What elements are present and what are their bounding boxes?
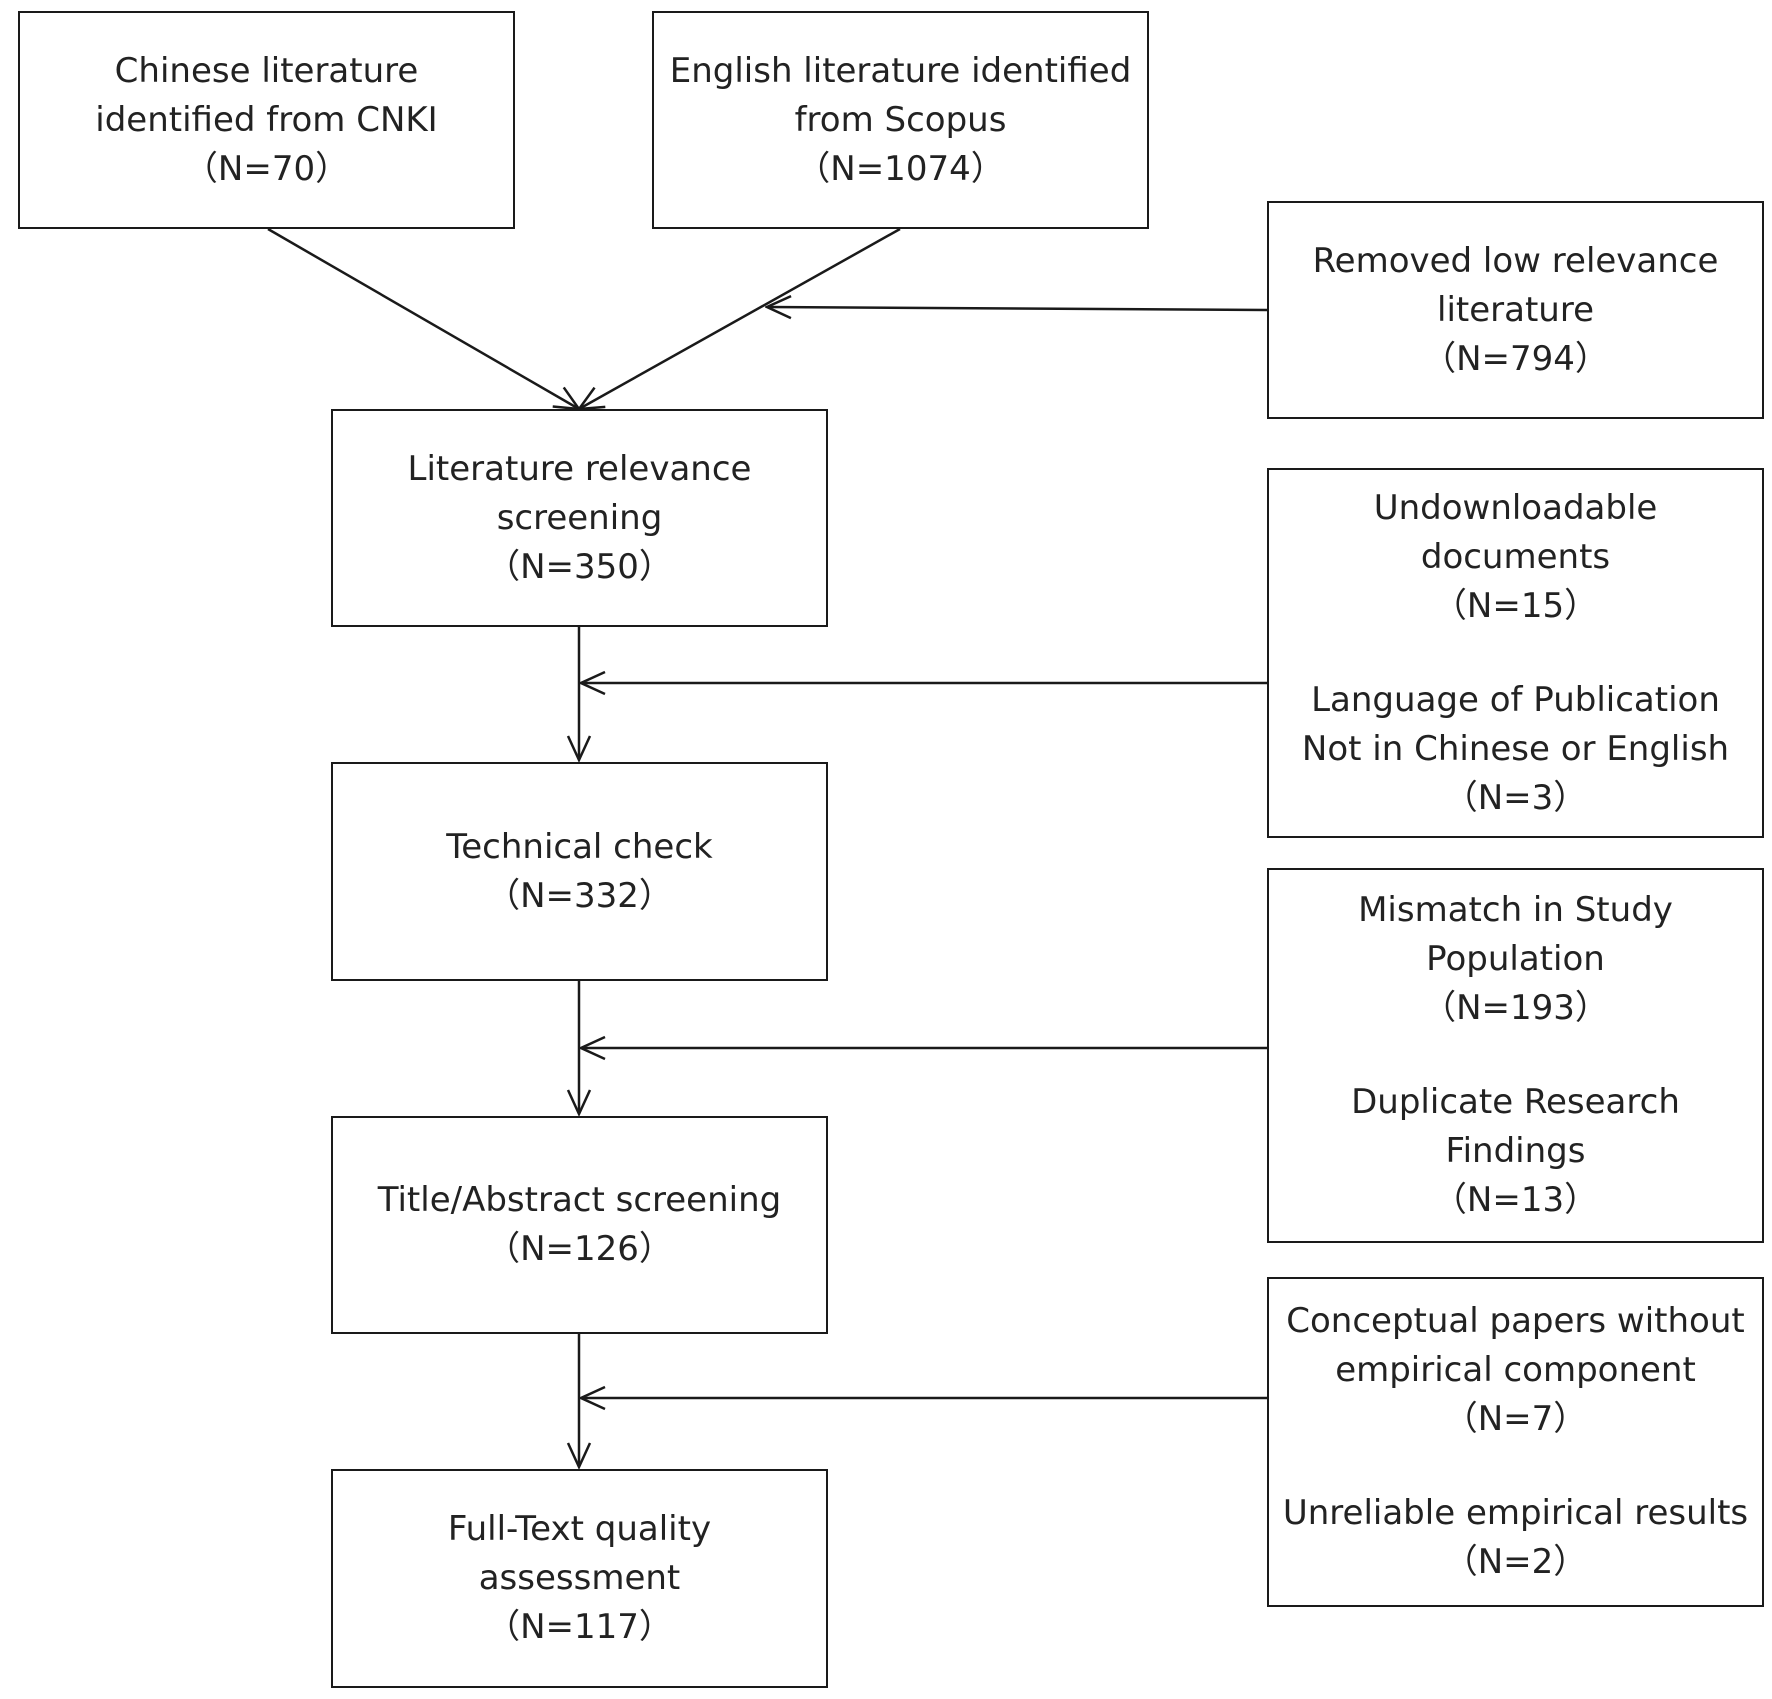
cnki-count: （N=70） — [183, 148, 350, 189]
fulltext-count: （N=117） — [486, 1607, 673, 1647]
box-exclusion-download-language: Undownloadable documents （N=15） Language… — [1267, 468, 1764, 838]
conceptual-label: Conceptual papers without empirical comp… — [1286, 1301, 1745, 1390]
low-relevance-count: （N=794） — [1422, 338, 1609, 379]
low-relevance-label: Removed low relevance literature — [1312, 240, 1719, 330]
box-relevance-screening: Literature relevance screening （N=350） — [331, 409, 828, 627]
unreliable-count: （N=2） — [1443, 1542, 1588, 1582]
box-exclusion-population-duplicate: Mismatch in Study Population （N=193） Dup… — [1267, 868, 1764, 1243]
scopus-count: （N=1074） — [796, 148, 1005, 189]
scopus-label: English literature identified from Scopu… — [669, 50, 1132, 140]
arrow-cnki-to-relevance — [267, 227, 579, 409]
technical-label: Technical check — [446, 826, 713, 867]
duplicate-count: （N=13） — [1432, 1180, 1599, 1220]
mismatch-label: Mismatch in Study Population — [1358, 890, 1673, 979]
conceptual-count: （N=7） — [1443, 1399, 1588, 1439]
arrow-low-relevance — [767, 307, 1268, 310]
cnki-label: Chinese literature identified from CNKI — [95, 50, 438, 140]
relevance-count: （N=350） — [486, 546, 673, 587]
relevance-label: Literature relevance screening — [407, 448, 752, 538]
language-label: Language of Publication Not in Chinese o… — [1301, 679, 1730, 769]
language-count: （N=3） — [1443, 777, 1588, 818]
arrow-scopus-to-relevance — [579, 227, 901, 409]
box-cnki-source: Chinese literature identified from CNKI … — [18, 11, 515, 229]
box-exclusion-low-relevance: Removed low relevance literature （N=794） — [1267, 201, 1764, 419]
box-scopus-source: English literature identified from Scopu… — [652, 11, 1149, 229]
unreliable-label: Unreliable empirical results — [1282, 1493, 1749, 1533]
fulltext-label: Full-Text quality assessment — [447, 1509, 712, 1598]
undownloadable-label: Undownloadable documents — [1373, 487, 1658, 577]
mismatch-count: （N=193） — [1422, 988, 1609, 1028]
box-fulltext-assessment: Full-Text quality assessment （N=117） — [331, 1469, 828, 1688]
title-abstract-count: （N=126） — [486, 1229, 673, 1269]
undownloadable-count: （N=15） — [1432, 585, 1599, 626]
technical-count: （N=332） — [486, 875, 673, 916]
duplicate-label: Duplicate Research Findings — [1351, 1082, 1680, 1171]
box-exclusion-conceptual-unreliable: Conceptual papers without empirical comp… — [1267, 1277, 1764, 1607]
title-abstract-label: Title/Abstract screening — [377, 1180, 782, 1220]
box-technical-check: Technical check （N=332） — [331, 762, 828, 981]
box-title-abstract-screening: Title/Abstract screening （N=126） — [331, 1116, 828, 1334]
